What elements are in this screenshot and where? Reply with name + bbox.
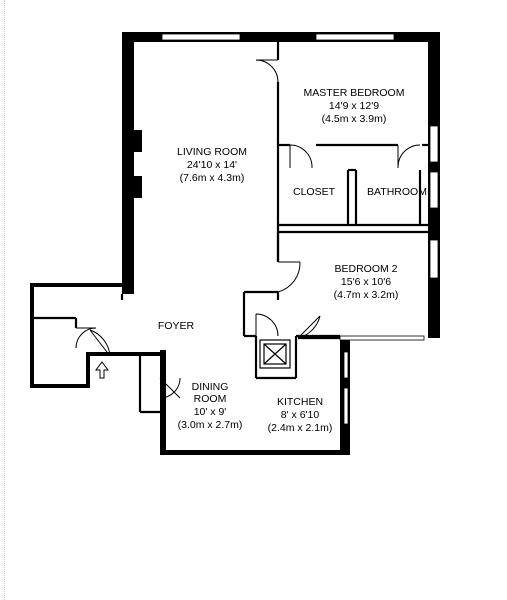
bedroom-2-name: BEDROOM 2 xyxy=(334,263,397,275)
doors xyxy=(75,59,421,399)
living-room-name: LIVING ROOM xyxy=(177,146,247,158)
page-edge-guide xyxy=(4,0,5,600)
dining-room-name: DINING xyxy=(192,381,229,393)
living-room-dims-m: (7.6m x 4.3m) xyxy=(180,172,245,184)
dining-room-dims-m: (3.0m x 2.7m) xyxy=(178,419,243,431)
bedroom-2-dims-m: (4.7m x 3.2m) xyxy=(334,289,399,301)
shower-fixture xyxy=(259,339,291,369)
master-bedroom-dims-m: (4.5m x 3.9m) xyxy=(322,113,387,125)
kitchen-dims-ft: 8' x 6'10 xyxy=(281,409,320,421)
dining-room-name-2: ROOM xyxy=(194,393,227,405)
living-room-dims-ft: 24'10 x 14' xyxy=(187,159,237,171)
kitchen-name: KITCHEN xyxy=(277,396,323,408)
foyer-label: FOYER xyxy=(158,320,195,332)
dining-room-dims-ft: 10' x 9' xyxy=(194,406,227,418)
room-labels: LIVING ROOM 24'10 x 14' (7.6m x 4.3m) MA… xyxy=(158,87,427,434)
master-bedroom-name: MASTER BEDROOM xyxy=(304,87,405,99)
closet-label: CLOSET xyxy=(293,186,336,198)
bathroom-label: BATHROOM xyxy=(367,186,427,198)
windows xyxy=(161,33,439,425)
entry-arrow-icon xyxy=(95,361,109,379)
master-bedroom-dims-ft: 14'9 x 12'9 xyxy=(329,100,379,112)
bedroom-2-dims-ft: 15'6 x 10'6 xyxy=(341,276,391,288)
kitchen-dims-m: (2.4m x 2.1m) xyxy=(268,422,333,434)
